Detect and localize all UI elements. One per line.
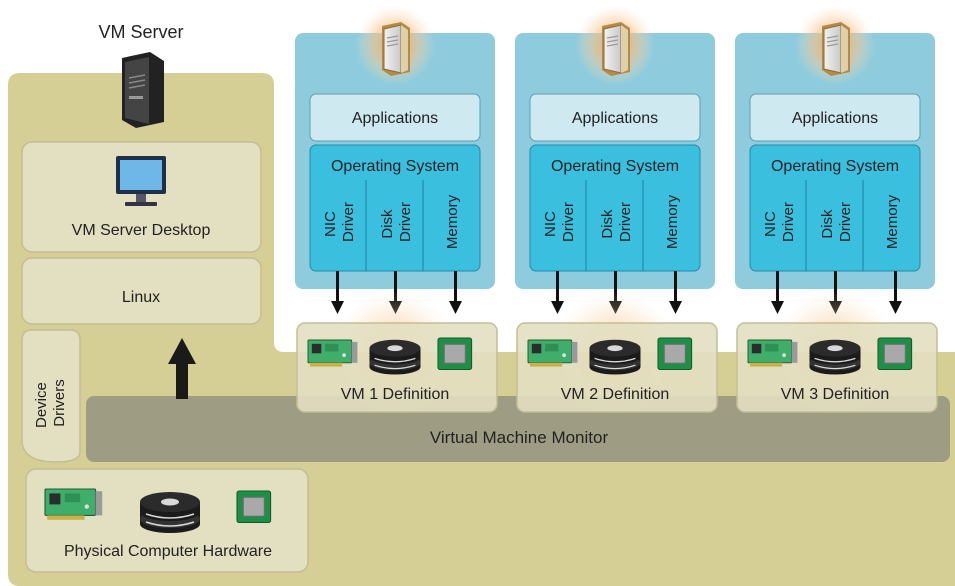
vm-1: Applications Operating System NIC Driver… (295, 5, 498, 414)
nic-driver-label: NIC Driver (542, 202, 577, 242)
disk-stack-icon (808, 339, 862, 376)
memory-chip-icon (657, 337, 693, 371)
disk-driver-label: Disk Driver (599, 202, 634, 242)
memory-label: Memory (444, 194, 461, 249)
device-drivers-line-2: Drivers (51, 379, 68, 427)
server-tower-icon (122, 52, 164, 128)
memory-line-1: Memory (884, 194, 901, 249)
disk-driver-line-2: Driver (837, 202, 854, 242)
server-tower-icon (821, 21, 851, 77)
nic-driver-line-1: NIC (322, 211, 339, 237)
device-drivers-panel (21, 329, 81, 463)
operating-system-label: Operating System (551, 158, 679, 175)
vm-2: Applications Operating System NIC Driver… (515, 5, 718, 414)
vm-3: Applications Operating System NIC Driver… (735, 5, 938, 414)
nic-driver-line-2: Driver (780, 202, 797, 242)
device-drivers-label: Device Drivers (33, 378, 68, 428)
up-arrow-icon (168, 338, 196, 399)
operating-system-label: Operating System (331, 158, 459, 175)
applications-box (749, 93, 921, 142)
network-card-icon (527, 339, 578, 368)
linux-label: Linux (122, 289, 160, 306)
network-card-icon (307, 339, 358, 368)
disk-driver-line-2: Driver (617, 202, 634, 242)
server-tower-icon (381, 21, 411, 77)
memory-line-1: Memory (664, 194, 681, 249)
nic-driver-line-2: Driver (560, 202, 577, 242)
applications-label: Applications (572, 110, 658, 127)
vm-definition-label: VM 1 Definition (341, 386, 450, 403)
nic-driver-label: NIC Driver (762, 202, 797, 242)
physical-hardware-label: Physical Computer Hardware (64, 543, 272, 560)
disk-driver-label: Disk Driver (819, 202, 854, 242)
memory-chip-icon (236, 490, 272, 524)
disk-stack-icon (368, 339, 422, 376)
disk-driver-line-1: Disk (819, 209, 836, 239)
nic-driver-line-2: Driver (340, 202, 357, 242)
memory-line-1: Memory (444, 194, 461, 249)
vmm-bar (86, 396, 950, 462)
device-drivers-line-1: Device (33, 382, 50, 428)
applications-label: Applications (352, 110, 438, 127)
nic-driver-line-1: NIC (542, 211, 559, 237)
server-tower-icon (601, 21, 631, 77)
linux-panel (21, 257, 262, 325)
vm-definition-label: VM 3 Definition (781, 386, 890, 403)
driver-divider (365, 180, 424, 271)
disk-driver-line-1: Disk (379, 209, 396, 239)
memory-label: Memory (884, 194, 901, 249)
operating-system-label: Operating System (771, 158, 899, 175)
memory-chip-icon (877, 337, 913, 371)
applications-label: Applications (792, 110, 878, 127)
memory-label: Memory (664, 194, 681, 249)
vm-server-desktop-label: VM Server Desktop (72, 222, 211, 239)
vm-server-title: VM Server (98, 22, 183, 42)
network-card-icon (747, 339, 798, 368)
driver-divider (585, 180, 644, 271)
applications-box (309, 93, 481, 142)
vm-definition-label: VM 2 Definition (561, 386, 670, 403)
driver-divider (805, 180, 864, 271)
monitor-icon (116, 156, 166, 206)
disk-stack-icon (139, 491, 201, 534)
nic-driver-label: NIC Driver (322, 202, 357, 242)
disk-driver-label: Disk Driver (379, 202, 414, 242)
vmm-label: Virtual Machine Monitor (430, 428, 609, 447)
disk-driver-line-1: Disk (599, 209, 616, 239)
memory-chip-icon (437, 337, 473, 371)
applications-box (529, 93, 701, 142)
disk-driver-line-2: Driver (397, 202, 414, 242)
nic-driver-line-1: NIC (762, 211, 779, 237)
disk-stack-icon (588, 339, 642, 376)
network-card-icon (44, 488, 103, 521)
